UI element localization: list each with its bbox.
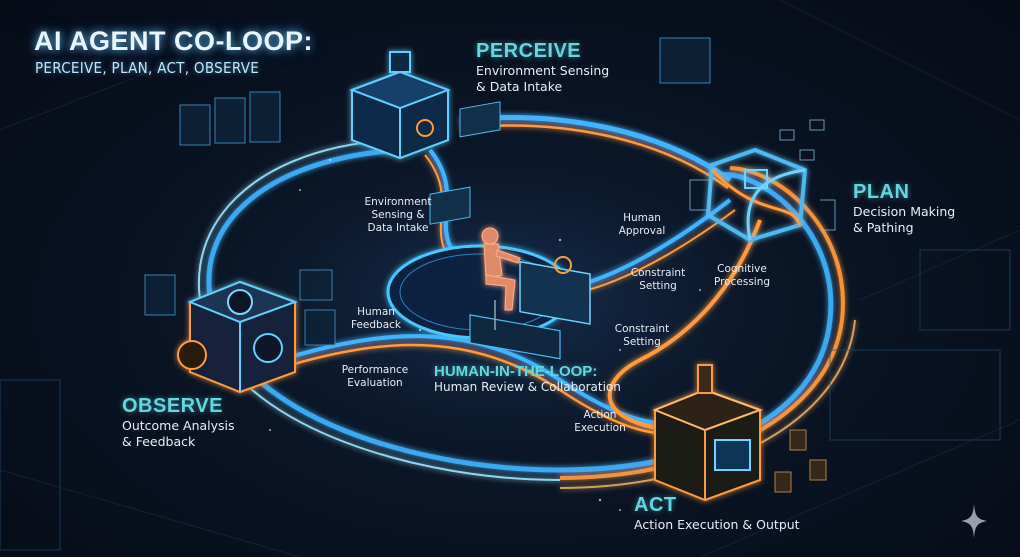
stage-perceive-title: PERCEIVE bbox=[476, 40, 582, 62]
label-line: Sensing & bbox=[371, 209, 425, 221]
label-line: Constraint bbox=[630, 267, 686, 279]
label-line: Execution bbox=[574, 422, 626, 434]
label-line: Evaluation bbox=[347, 377, 403, 389]
stage-plan: PLAN Decision Making & Pathing bbox=[853, 181, 955, 236]
sparkle-icon bbox=[961, 504, 987, 538]
label-line: Performance bbox=[341, 364, 409, 376]
stage-act-desc: Action Execution & Output bbox=[634, 517, 800, 532]
knot-cube-icon bbox=[705, 147, 808, 243]
label-line: Setting bbox=[623, 336, 661, 348]
label-line: Feedback bbox=[350, 319, 401, 331]
hitl-title: HUMAN-IN-THE-LOOP: bbox=[434, 363, 598, 380]
label-human-feedback: Human Feedback bbox=[346, 306, 406, 332]
label-cognitive-processing: Cognitive Processing bbox=[712, 263, 772, 289]
stage-observe: OBSERVE Outcome Analysis & Feedback bbox=[122, 395, 235, 450]
label-line: Constraint bbox=[614, 323, 670, 335]
label-line: Human bbox=[357, 306, 395, 318]
stage-perceive-desc-2: & Data Intake bbox=[476, 79, 563, 94]
stage-plan-title: PLAN bbox=[853, 181, 910, 203]
camera-cube-icon bbox=[177, 280, 298, 394]
label-line: Data Intake bbox=[367, 222, 429, 234]
page-subtitle: PERCEIVE, PLAN, ACT, OBSERVE bbox=[35, 59, 260, 77]
stage-plan-desc-2: & Pathing bbox=[853, 220, 914, 235]
label-line: Processing bbox=[713, 276, 771, 288]
stage-observe-title: OBSERVE bbox=[122, 395, 223, 417]
page-title: AI AGENT CO-LOOP: bbox=[34, 26, 313, 56]
label-action-execution: Action Execution bbox=[570, 409, 630, 435]
label-line: Approval bbox=[618, 225, 666, 237]
label-line: Cognitive bbox=[717, 263, 767, 275]
hitl-desc: Human Review & Collaboration bbox=[434, 380, 621, 394]
stage-observe-desc-1: Outcome Analysis bbox=[122, 418, 235, 433]
label-constraint-setting-top: Constraint Setting bbox=[628, 267, 688, 293]
label-human-approval: Human Approval bbox=[612, 212, 672, 238]
label-constraint-setting-bottom: Constraint Setting bbox=[612, 323, 672, 349]
stage-perceive: PERCEIVE Environment Sensing & Data Inta… bbox=[476, 40, 609, 95]
stage-observe-desc-2: & Feedback bbox=[122, 434, 196, 449]
stage-plan-desc-1: Decision Making bbox=[853, 204, 956, 219]
stage-perceive-desc-1: Environment Sensing bbox=[476, 63, 610, 78]
label-line: Human bbox=[623, 212, 661, 224]
label-line: Setting bbox=[639, 280, 677, 292]
stage-act: ACT Action Execution & Output bbox=[634, 494, 800, 533]
label-environment-sensing: Environment Sensing & Data Intake bbox=[358, 196, 438, 235]
label-line: Action bbox=[583, 409, 617, 421]
hitl-block: HUMAN-IN-THE-LOOP: Human Review & Collab… bbox=[434, 363, 621, 394]
sensor-cube-icon bbox=[349, 51, 451, 160]
label-performance-evaluation: Performance Evaluation bbox=[340, 364, 410, 390]
label-line: Environment bbox=[364, 196, 432, 208]
robot-arm-cube-icon bbox=[652, 364, 763, 502]
human-at-workstation-icon bbox=[429, 101, 591, 360]
stage-act-title: ACT bbox=[634, 494, 677, 516]
